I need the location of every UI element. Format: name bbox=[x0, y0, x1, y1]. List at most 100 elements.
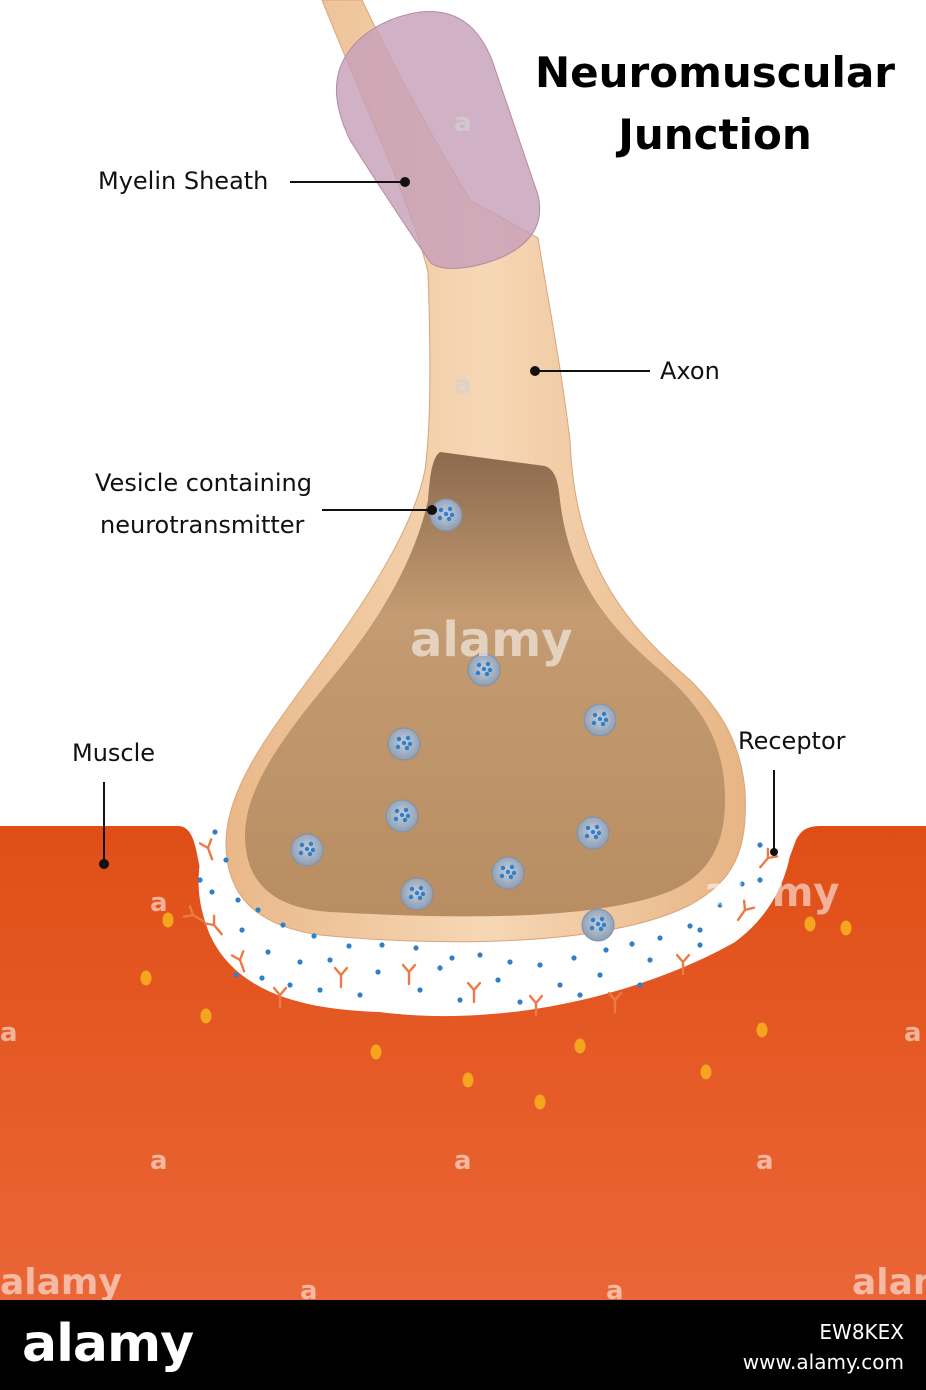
receptor-stalk bbox=[466, 981, 482, 1004]
neurotransmitter-dot-icon bbox=[395, 744, 401, 750]
neurotransmitter-dot-icon bbox=[420, 891, 426, 897]
ion-dot-icon bbox=[140, 970, 152, 986]
receptor-stalk bbox=[182, 905, 205, 923]
neurotransmitter-dot-icon bbox=[484, 671, 490, 677]
receptor-icon bbox=[401, 963, 417, 986]
neurotransmitter-dot-icon bbox=[511, 870, 517, 876]
neurotransmitter-dot-icon bbox=[408, 894, 414, 900]
neurotransmitter-dot-icon bbox=[310, 847, 316, 853]
label-receptor: Receptor bbox=[738, 727, 846, 755]
neurotransmitter-dot-icon bbox=[317, 987, 323, 993]
vesicle-icon bbox=[400, 877, 434, 911]
watermark-logo: alamy bbox=[410, 612, 573, 668]
neurotransmitter-dot-icon bbox=[297, 959, 303, 965]
neurotransmitter-dot-icon bbox=[697, 942, 703, 948]
label-muscle: Muscle bbox=[72, 739, 156, 767]
neurotransmitter-dot-icon bbox=[477, 952, 483, 958]
neurotransmitter-dot-icon bbox=[255, 907, 261, 913]
vesicle-icon bbox=[429, 498, 463, 532]
neurotransmitter-dot-icon bbox=[394, 808, 400, 814]
neurotransmitter-dot-icon bbox=[413, 945, 419, 951]
watermark-logo: alamy bbox=[704, 870, 840, 916]
neurotransmitter-dot-icon bbox=[308, 841, 314, 847]
neurotransmitter-dot-icon bbox=[589, 925, 595, 931]
receptor-stalk bbox=[272, 986, 288, 1009]
watermark-mark: a bbox=[0, 1018, 18, 1048]
neurotransmitter-dot-icon bbox=[577, 992, 583, 998]
neurotransmitter-dot-icon bbox=[327, 957, 333, 963]
neurotransmitter-dot-icon bbox=[508, 874, 514, 880]
watermark-mark: a bbox=[150, 1146, 168, 1176]
receptor-icon bbox=[528, 994, 544, 1017]
neurotransmitter-dot-icon bbox=[592, 712, 598, 718]
neurotransmitter-dot-icon bbox=[601, 922, 607, 928]
neurotransmitter-dot-icon bbox=[457, 997, 463, 1003]
neurotransmitter-dot-icon bbox=[509, 864, 515, 870]
footer-url: www.alamy.com bbox=[742, 1350, 904, 1374]
neurotransmitter-dot-icon bbox=[401, 740, 407, 746]
watermark-mark: a bbox=[150, 888, 168, 918]
receptor-icon bbox=[333, 966, 349, 989]
neurotransmitter-dot-icon bbox=[507, 959, 513, 965]
receptor-group bbox=[182, 838, 779, 1017]
receptor-stalk bbox=[203, 914, 223, 936]
ion-dot-icon bbox=[162, 912, 174, 928]
neurotransmitter-dot-icon bbox=[603, 717, 609, 723]
neurotransmitter-dot-icon bbox=[584, 833, 590, 839]
neurotransmitter-dot-icon bbox=[405, 813, 411, 819]
watermark-logo: alamy bbox=[852, 1262, 926, 1303]
neurotransmitter-dot-icon bbox=[599, 916, 605, 922]
leader-dot-icon bbox=[530, 366, 540, 376]
ion-dot-icon bbox=[756, 1022, 768, 1038]
synaptic-cleft bbox=[198, 855, 790, 1017]
receptor-icon bbox=[230, 950, 246, 973]
neurotransmitter-dot-icon bbox=[379, 942, 385, 948]
watermark-mark: a bbox=[756, 1146, 774, 1176]
neurotransmitter-dot-icon bbox=[311, 933, 317, 939]
ion-dot-icon bbox=[574, 1038, 586, 1054]
neurotransmitter-group bbox=[197, 829, 763, 1005]
neurotransmitter-dot-icon bbox=[717, 902, 723, 908]
neurotransmitter-dot-icon bbox=[299, 842, 305, 848]
leader-dot-icon bbox=[400, 177, 410, 187]
vesicle-icon bbox=[583, 703, 617, 737]
neurotransmitter-dot-icon bbox=[402, 817, 408, 823]
title-line-1: Neuromuscular bbox=[534, 48, 895, 97]
label-myelin-sheath: Myelin Sheath bbox=[98, 167, 269, 195]
neurotransmitter-dot-icon bbox=[280, 922, 286, 928]
vesicle-icon bbox=[467, 653, 501, 687]
receptor-icon bbox=[759, 847, 779, 869]
leader-dot-icon bbox=[770, 848, 778, 856]
vesicle-icon bbox=[387, 727, 421, 761]
neurotransmitter-dot-icon bbox=[593, 834, 599, 840]
neurotransmitter-dot-icon bbox=[409, 886, 415, 892]
neurotransmitter-dot-icon bbox=[404, 745, 410, 751]
neurotransmitter-dot-icon bbox=[487, 667, 493, 673]
neurotransmitter-dot-icon bbox=[585, 825, 591, 831]
ion-dot-icon bbox=[200, 1008, 212, 1024]
neuromuscular-junction-diagram bbox=[0, 0, 926, 1300]
ion-dot-icon bbox=[804, 916, 816, 932]
watermark-mark: a bbox=[606, 1276, 624, 1306]
neurotransmitter-dot-icon bbox=[197, 877, 203, 883]
receptor-stalk bbox=[401, 963, 417, 986]
neurotransmitter-dot-icon bbox=[437, 965, 443, 971]
vesicle-icon bbox=[581, 908, 615, 942]
neurotransmitter-dot-icon bbox=[485, 661, 491, 667]
neurotransmitter-dot-icon bbox=[223, 857, 229, 863]
vesicle-icon bbox=[576, 816, 610, 850]
receptor-stalk bbox=[198, 838, 214, 861]
neurotransmitter-dot-icon bbox=[417, 895, 423, 901]
neurotransmitter-dot-icon bbox=[476, 662, 482, 668]
watermark-logo: alamy bbox=[0, 1262, 122, 1303]
receptor-stalk bbox=[230, 950, 246, 973]
neurotransmitter-dot-icon bbox=[596, 830, 602, 836]
neurotransmitter-dot-icon bbox=[449, 512, 455, 518]
neurotransmitter-dot-icon bbox=[259, 975, 265, 981]
neurotransmitter-dot-icon bbox=[438, 507, 444, 513]
neurotransmitter-dot-icon bbox=[239, 927, 245, 933]
neurotransmitter-dot-icon bbox=[375, 969, 381, 975]
receptor-icon bbox=[466, 981, 482, 1004]
neurotransmitter-dot-icon bbox=[557, 982, 563, 988]
neurotransmitter-dot-icon bbox=[235, 897, 241, 903]
